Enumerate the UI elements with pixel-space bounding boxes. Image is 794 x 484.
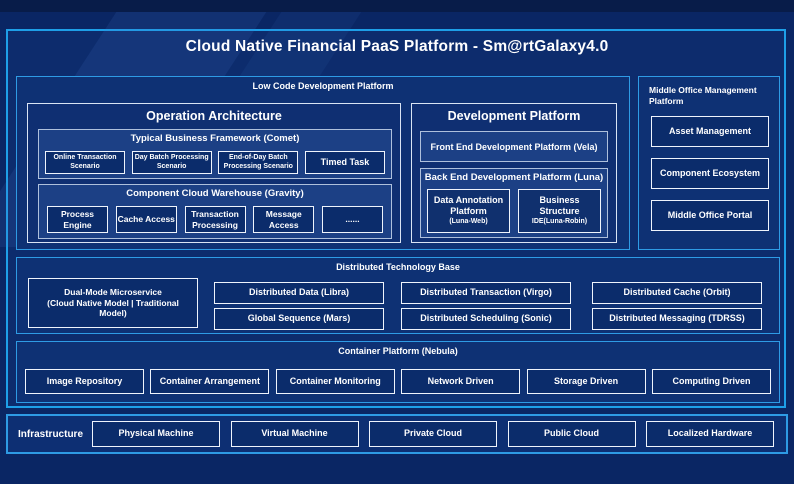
front-end-vela-label: Front End Development Platform (Vela) — [430, 141, 598, 152]
container-platform-label: Container Platform (Nebula) — [338, 346, 458, 356]
node-storage-driven: Storage Driven — [526, 369, 646, 394]
node-day-batch-processing-scenario: Day Batch Processing Scenario — [131, 151, 212, 174]
section-middle-office: Middle Office Management Platform Asset … — [638, 76, 780, 250]
node-sublabel: IDE(Luna-Robin) — [531, 218, 588, 226]
panel-operation-architecture: Operation Architecture Typical Business … — [27, 103, 401, 243]
node-distributed-data: Distributed Data (Libra) — [214, 282, 384, 304]
node-online-transaction-scenario: Online Transaction Scenario — [45, 151, 125, 174]
section-low-code-platform: Low Code Development Platform Operation … — [16, 76, 630, 250]
page-title: Cloud Native Financial PaaS Platform - S… — [185, 38, 609, 55]
node-network-driven: Network Driven — [401, 369, 521, 394]
node-label: Data Annotation Platform — [433, 194, 504, 217]
node-physical-machine: Physical Machine — [92, 421, 220, 447]
node-distributed-scheduling: Distributed Scheduling (Sonic) — [401, 308, 571, 330]
section-distributed-base: Distributed Technology Base Dual-Mode Mi… — [16, 257, 780, 334]
luna-nodes-row: Data Annotation Platform (Luna-Web) Busi… — [427, 189, 601, 233]
node-sublabel: (Luna-Web) — [449, 218, 488, 226]
node-computing-driven: Computing Driven — [651, 369, 771, 394]
infrastructure-label: Infrastructure — [18, 428, 84, 440]
node-container-monitoring: Container Monitoring — [275, 369, 395, 394]
node-data-annotation-platform: Data Annotation Platform (Luna-Web) — [427, 189, 510, 233]
comet-nodes-row: Online Transaction Scenario Day Batch Pr… — [45, 151, 385, 174]
node-middle-office-portal: Middle Office Portal — [651, 200, 769, 231]
top-band — [0, 0, 794, 12]
subpanel-comet: Typical Business Framework (Comet) Onlin… — [38, 129, 392, 179]
panel-development-platform: Development Platform Front End Developme… — [411, 103, 617, 243]
node-sublabel: (Cloud Native Model | Traditional Model) — [47, 297, 179, 319]
node-dual-mode-microservice: Dual-Mode Microservice (Cloud Native Mod… — [28, 278, 198, 328]
node-process-engine: Process Engine — [47, 206, 108, 233]
comet-label: Typical Business Framework (Comet) — [130, 133, 300, 144]
subpanel-back-end-luna: Back End Development Platform (Luna) Dat… — [420, 168, 608, 238]
gravity-label: Component Cloud Warehouse (Gravity) — [126, 188, 304, 199]
operation-architecture-title: Operation Architecture — [146, 109, 282, 123]
node-transaction-processing: Transaction Processing — [184, 206, 246, 233]
low-code-platform-label: Low Code Development Platform — [252, 81, 394, 91]
node-label: Dual-Mode Microservice — [64, 287, 162, 298]
infrastructure-nodes-row: Physical Machine Virtual Machine Private… — [92, 421, 774, 447]
node-business-structure-ide: Business Structure IDE(Luna-Robin) — [518, 189, 601, 233]
node-image-repository: Image Repository — [25, 369, 144, 394]
node-localized-hardware: Localized Hardware — [646, 421, 774, 447]
node-end-of-day-batch-processing-scenario: End-of-Day Batch Processing Scenario — [218, 151, 299, 174]
middle-office-label: Middle Office Management Platform — [649, 85, 757, 107]
node-virtual-machine: Virtual Machine — [230, 421, 359, 447]
node-container-arrangement: Container Arrangement — [150, 369, 270, 394]
node-distributed-transaction: Distributed Transaction (Virgo) — [401, 282, 571, 304]
container-platform-nodes-row: Image Repository Container Arrangement C… — [25, 369, 771, 394]
node-front-end-vela: Front End Development Platform (Vela) — [420, 131, 608, 162]
node-distributed-cache: Distributed Cache (Orbit) — [592, 282, 762, 304]
node-cache-access: Cache Access — [115, 206, 177, 233]
node-public-cloud: Public Cloud — [507, 421, 636, 447]
node-ellipsis: ...... — [322, 206, 383, 233]
section-container-platform: Container Platform (Nebula) Image Reposi… — [16, 341, 780, 403]
node-distributed-messaging: Distributed Messaging (TDRSS) — [592, 308, 762, 330]
back-end-luna-label: Back End Development Platform (Luna) — [424, 172, 604, 183]
distributed-base-label: Distributed Technology Base — [336, 262, 460, 272]
node-private-cloud: Private Cloud — [369, 421, 497, 447]
node-global-sequence: Global Sequence (Mars) — [214, 308, 384, 330]
node-message-access: Message Access — [253, 206, 315, 233]
node-component-ecosystem: Component Ecosystem — [651, 158, 769, 189]
node-asset-management: Asset Management — [651, 116, 769, 147]
development-platform-title: Development Platform — [447, 109, 581, 123]
subpanel-gravity: Component Cloud Warehouse (Gravity) Proc… — [38, 184, 392, 239]
node-timed-task: Timed Task — [304, 151, 385, 174]
gravity-nodes-row: Process Engine Cache Access Transaction … — [47, 206, 383, 233]
section-infrastructure: Infrastructure Physical Machine Virtual … — [6, 414, 788, 454]
node-label: Business Structure — [539, 194, 580, 217]
